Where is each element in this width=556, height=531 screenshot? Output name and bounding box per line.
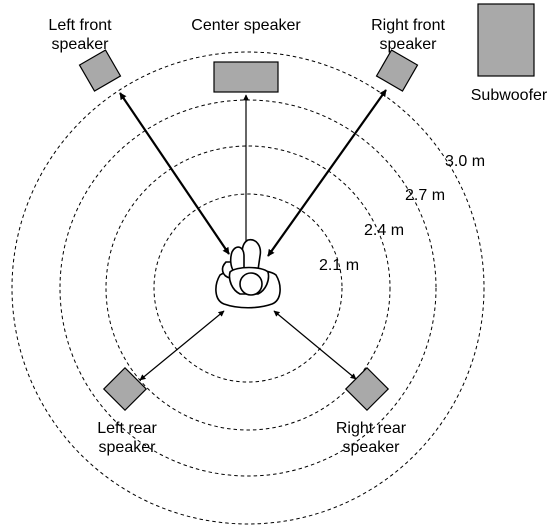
listener-icon: [215, 238, 281, 309]
left-front-speaker-box: [78, 49, 122, 92]
subwoofer-label: Subwoofer: [471, 87, 548, 104]
right-rear-label-line1: Right rear: [336, 420, 407, 437]
right-front-label-line2: speaker: [380, 36, 438, 53]
distance-label-2-7m: 2.7 m: [405, 187, 445, 204]
left-rear-label-line2: speaker: [99, 439, 157, 456]
right-rear-label-line2: speaker: [343, 439, 401, 456]
right-front-arrow: [267, 89, 387, 257]
right-rear-arrow: [273, 310, 357, 380]
left-front-label-line1: Left front: [48, 17, 112, 34]
center-speaker-label: Center speaker: [191, 17, 301, 34]
left-rear-speaker-box: [102, 366, 148, 412]
right-front-label-line1: Right front: [371, 17, 445, 34]
ring-3-0m: [11, 51, 485, 525]
left-front-arrow: [119, 92, 230, 255]
left-rear-label-line1: Left rear: [97, 420, 157, 437]
distance-label-2-4m: 2.4 m: [364, 222, 404, 239]
left-front-label-line2: speaker: [52, 36, 110, 53]
center-speaker-box: [213, 61, 279, 93]
distance-label-3-0m: 3.0 m: [445, 153, 485, 170]
right-rear-speaker-box: [344, 366, 390, 412]
subwoofer-box: [477, 3, 535, 77]
ring-2-4m: [105, 145, 391, 431]
left-rear-arrow: [139, 310, 225, 381]
distance-label-2-1m: 2.1 m: [319, 257, 359, 274]
right-front-speaker-box: [375, 49, 419, 92]
